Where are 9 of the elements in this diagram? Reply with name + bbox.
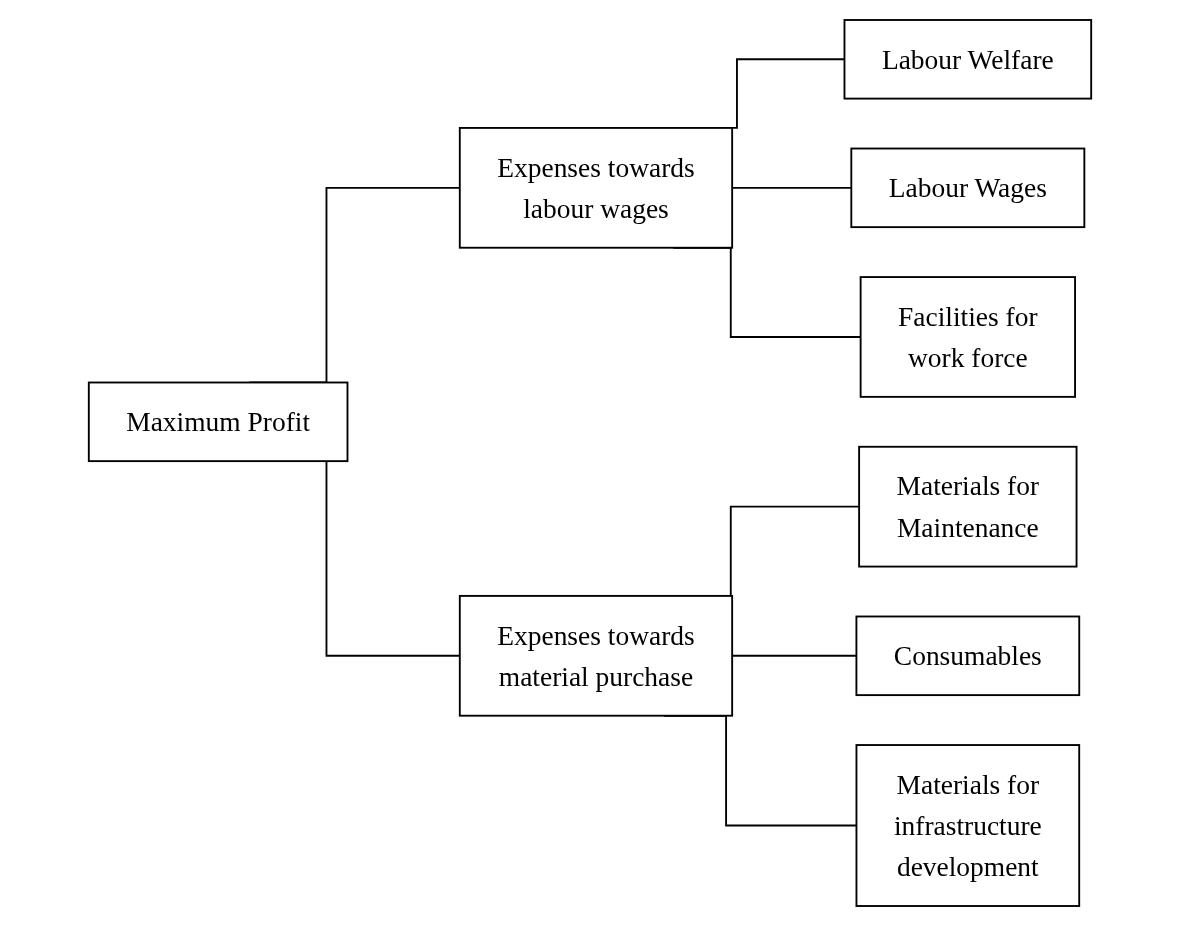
node-box: Facilities for work force	[859, 276, 1076, 398]
node-box: Expenses towards labour wages	[458, 127, 734, 249]
node-box: Maximum Profit	[87, 381, 349, 463]
node-box: Consumables	[855, 615, 1081, 697]
node-box: Materials for infrastructure development	[855, 744, 1081, 907]
node-box: Materials for Maintenance	[858, 445, 1078, 568]
node-box: Labour Wages	[850, 147, 1086, 229]
node-box: Expenses towards material purchase	[458, 594, 734, 717]
node-box: Labour Welfare	[843, 19, 1093, 100]
